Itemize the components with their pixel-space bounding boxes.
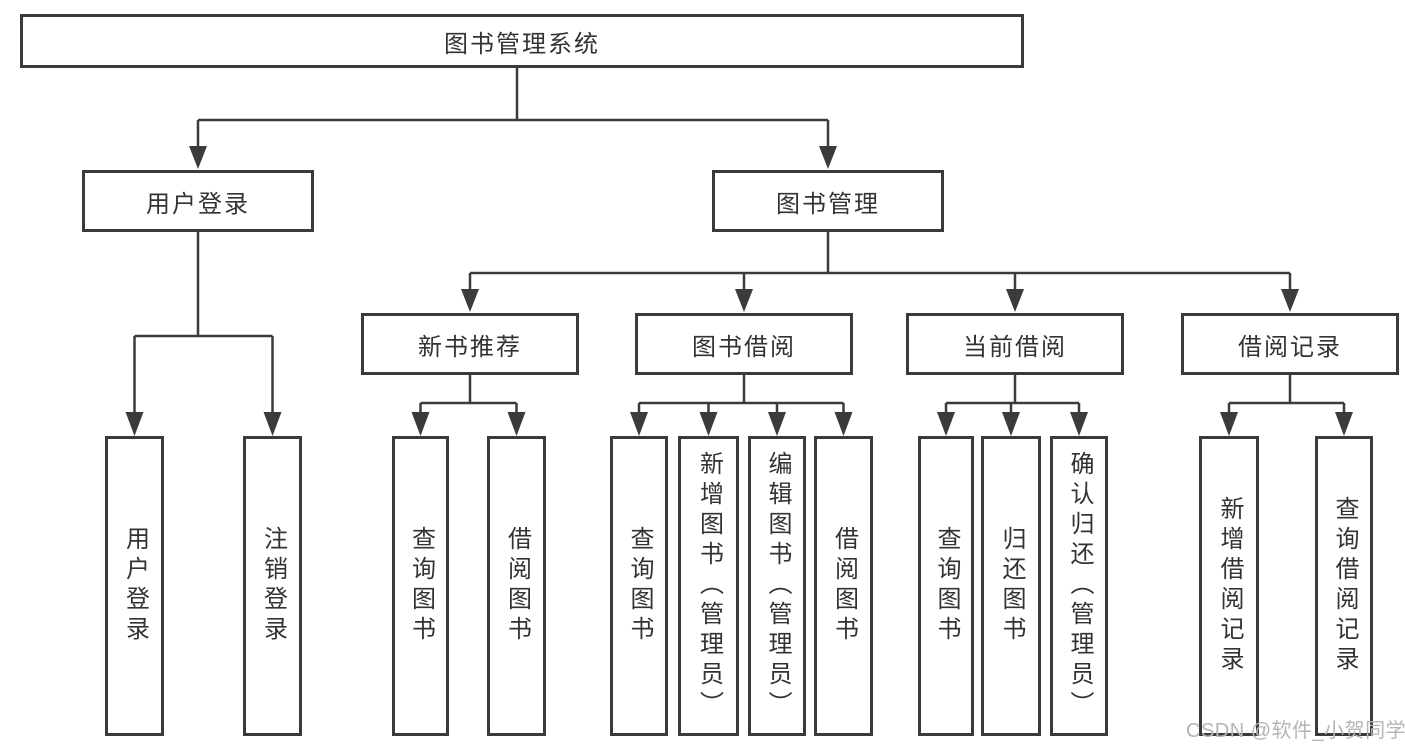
leaf-bb-add-book-admin-label: 新增图书（管理员） (695, 451, 723, 721)
edge-root-to-level2 (196, 68, 830, 150)
node-user-login: 用户登录 (82, 170, 314, 232)
edge-currentborrow-to-leaves (944, 375, 1081, 418)
leaf-rec-borrow-book-label: 借阅图书 (503, 526, 531, 646)
leaf-bb-edit-book-admin-label: 编辑图书（管理员） (764, 451, 791, 721)
arrow-down-icon (1070, 412, 1088, 436)
arrow-down-icon (819, 146, 837, 169)
leaf-rec-borrow-book: 借阅图书 (487, 436, 546, 736)
leaf-br-query-record: 查询借阅记录 (1315, 436, 1373, 736)
leaf-br-query-record-label: 查询借阅记录 (1331, 496, 1358, 676)
leaf-cb-return-book: 归还图书 (981, 436, 1041, 736)
leaf-bb-edit-book-admin: 编辑图书（管理员） (748, 436, 806, 736)
node-borrowing-records-label: 借阅记录 (1238, 333, 1342, 361)
node-new-book-recommendation-label: 新书推荐 (418, 333, 522, 361)
leaf-rec-query-book-label: 查询图书 (407, 526, 435, 646)
node-root-label: 图书管理系统 (444, 30, 600, 58)
arrow-down-icon (699, 412, 718, 436)
leaf-br-add-record: 新增借阅记录 (1199, 436, 1259, 736)
arrow-down-icon (263, 412, 282, 436)
leaf-cb-return-book-label: 归还图书 (998, 526, 1025, 646)
arrow-down-icon (1335, 412, 1353, 436)
edge-userlogin-to-leaves (133, 232, 274, 418)
arrow-down-icon (411, 412, 430, 436)
edge-newbookrec-to-leaves (419, 375, 518, 418)
leaf-logout: 注销登录 (243, 436, 302, 736)
arrow-down-icon (834, 412, 853, 436)
node-book-management: 图书管理 (712, 170, 944, 232)
node-new-book-recommendation: 新书推荐 (361, 313, 579, 375)
node-borrowing-records: 借阅记录 (1181, 313, 1399, 375)
arrow-down-icon (630, 412, 648, 436)
arrow-down-icon (937, 412, 955, 436)
arrow-down-icon (189, 146, 207, 169)
leaf-cb-confirm-return-admin-label: 确认归还（管理员） (1066, 451, 1093, 721)
arrow-down-icon (735, 289, 753, 312)
leaf-br-add-record-label: 新增借阅记录 (1216, 496, 1243, 676)
arrow-down-icon (768, 412, 786, 436)
edge-bookmgmt-to-level3 (468, 232, 1292, 295)
leaf-user-login: 用户登录 (105, 436, 164, 736)
node-root: 图书管理系统 (20, 14, 1024, 68)
leaf-cb-confirm-return-admin: 确认归还（管理员） (1050, 436, 1108, 736)
arrow-down-icon (1002, 412, 1020, 436)
csdn-watermark: CSDN @软件_小贺同学 (1186, 720, 1405, 742)
arrowhead-icons (125, 146, 1353, 436)
node-book-management-label: 图书管理 (776, 190, 880, 218)
arrow-down-icon (461, 289, 479, 312)
node-current-borrowing: 当前借阅 (906, 313, 1124, 375)
node-book-borrowing: 图书借阅 (635, 313, 853, 375)
leaf-bb-query-book: 查询图书 (610, 436, 668, 736)
leaf-bb-add-book-admin: 新增图书（管理员） (678, 436, 739, 736)
arrow-down-icon (1006, 289, 1024, 312)
edge-bookborrow-to-leaves (637, 375, 845, 418)
leaf-rec-query-book: 查询图书 (392, 436, 449, 736)
arrow-down-icon (1281, 289, 1299, 312)
arrow-down-icon (1220, 412, 1238, 436)
arrow-down-icon (507, 412, 526, 436)
leaf-cb-query-book-label: 查询图书 (933, 526, 960, 646)
edge-borrowrecords-to-leaves (1227, 375, 1346, 418)
arrow-down-icon (125, 412, 144, 436)
leaf-logout-label: 注销登录 (259, 526, 287, 646)
leaf-bb-borrow-book: 借阅图书 (814, 436, 873, 736)
node-book-borrowing-label: 图书借阅 (692, 333, 796, 361)
leaf-bb-borrow-book-label: 借阅图书 (830, 526, 858, 646)
node-user-login-label: 用户登录 (146, 190, 250, 218)
leaf-cb-query-book: 查询图书 (918, 436, 974, 736)
node-current-borrowing-label: 当前借阅 (963, 333, 1067, 361)
leaf-bb-query-book-label: 查询图书 (626, 526, 653, 646)
leaf-user-login-label: 用户登录 (121, 526, 149, 646)
